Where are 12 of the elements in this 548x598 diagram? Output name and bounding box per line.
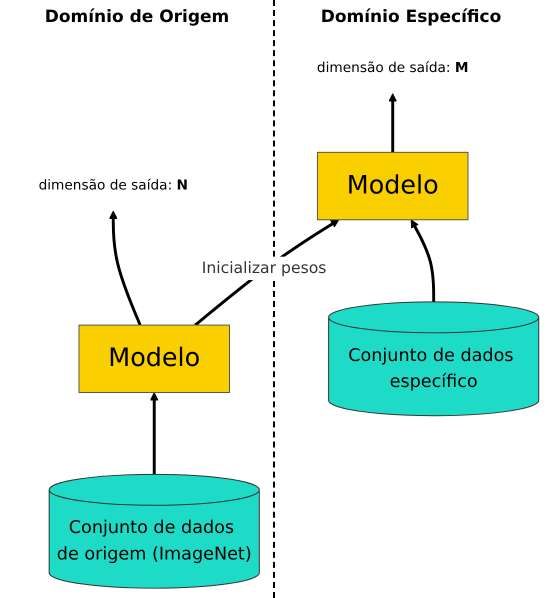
edge-label: Inicializar pesos	[202, 258, 326, 278]
arrow	[194, 219, 340, 326]
node-text: dimensão de saída: M	[316, 60, 469, 76]
column-heading: Domínio de Origem	[44, 6, 230, 29]
node-box: Modelo	[316, 152, 468, 220]
arrow	[108, 210, 142, 326]
arrow	[388, 93, 398, 152]
column-heading: Domínio Específico	[320, 6, 502, 29]
arrow	[410, 219, 436, 302]
arrow	[150, 392, 159, 474]
node-text: dimensão de saída: N	[38, 178, 188, 194]
node-box: Modelo	[78, 324, 230, 394]
